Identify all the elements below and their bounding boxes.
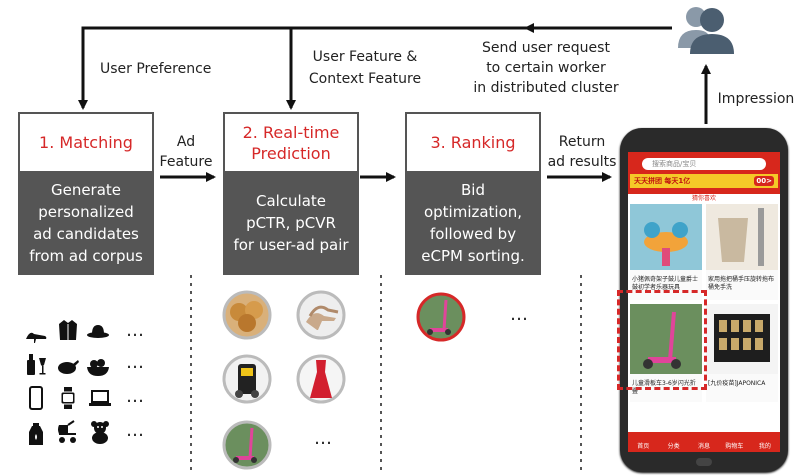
laptop-icon — [89, 390, 111, 406]
prediction-desc-line: for user-ad pair — [233, 236, 349, 254]
app-search-input[interactable]: 搜索商品/宝贝 — [642, 158, 766, 170]
baby-stroller-icon — [58, 420, 76, 443]
product-card-highlighted[interactable]: 儿童滑板车3-6岁闪光折叠 — [630, 304, 702, 402]
ad-feature-line-1: Ad — [176, 134, 196, 150]
prediction-title: 2. Real-time Prediction — [223, 112, 359, 171]
user-feature-label: User Feature & Context Feature — [300, 48, 430, 88]
matching-desc-line: personalized — [38, 203, 134, 221]
prediction-title-line: Prediction — [251, 143, 331, 163]
user-feature-line-2: Context Feature — [308, 71, 422, 87]
bread-image — [222, 290, 272, 340]
tab-category[interactable]: 分类 — [667, 443, 680, 450]
tab-cart[interactable]: 购物车 — [725, 443, 744, 450]
hat-icon — [87, 325, 109, 338]
prediction-description: Calculate pCTR, pCVR for user-ad pair — [223, 171, 359, 275]
app-section-label: 猜你喜欢 — [691, 195, 716, 202]
tab-profile[interactable]: 我的 — [758, 443, 771, 450]
matching-description: Generate personalized ad candidates from… — [18, 171, 154, 275]
matching-ellipsis: … — [126, 420, 145, 441]
ranking-desc-line: Bid optimization, — [423, 181, 523, 221]
app-tab-bar: 首页 分类 消息 购物车 我的 — [628, 432, 780, 452]
product-text: 儿童滑板车3-6岁闪光折叠 — [632, 380, 696, 395]
app-banner-badge: 00> — [754, 176, 774, 186]
red-dress-image — [296, 354, 346, 404]
product-text: 小猪佩奇架子鼓儿童爵士鼓初学者乐器玩具 — [632, 276, 699, 291]
ranking-box: 3. Ranking Bid optimization, followed by… — [405, 112, 541, 275]
smartphone-icon — [29, 386, 43, 410]
app-search-placeholder: 搜索商品/宝贝 — [652, 160, 697, 168]
ranking-desc-line: eCPM sorting. — [421, 247, 525, 265]
return-line-1: Return — [558, 134, 606, 150]
matching-title: 1. Matching — [18, 112, 154, 171]
smartwatch-icon — [60, 387, 76, 409]
teddy-bear-icon — [91, 421, 109, 444]
tab-home[interactable]: 首页 — [637, 443, 650, 450]
prediction-desc-line: Calculate — [255, 192, 327, 210]
user-preference-label: User Preference — [100, 61, 212, 77]
return-results-label: Return ad results — [544, 133, 620, 171]
product-image-drum-kit — [630, 204, 702, 270]
matching-desc-line: from ad corpus — [29, 247, 143, 265]
app-banner[interactable]: 天天拼团 每天1亿 00> — [630, 174, 778, 188]
prediction-desc-line: pCTR, pCVR — [246, 214, 336, 232]
matching-desc-line: ad candidates — [33, 225, 139, 243]
ranking-desc-line: followed by — [429, 225, 517, 243]
lotion-bottle-icon — [29, 423, 43, 445]
impression-label: Impression — [717, 91, 795, 107]
product-card[interactable]: [九价疫苗]JAPONICA — [706, 304, 778, 402]
ad-feature-line-2: Feature — [159, 154, 213, 170]
product-text: 家用拖把桶手压旋转拖布桶免手洗 — [708, 276, 775, 291]
high-heel-icon — [26, 332, 47, 343]
send-request-label: Send user request to certain worker in d… — [462, 39, 630, 97]
ranking-title: 3. Ranking — [405, 112, 541, 171]
matching-box: 1. Matching Generate personalized ad can… — [18, 112, 154, 275]
app-banner-text: 天天拼团 每天1亿 — [634, 177, 691, 185]
send-request-line-1: Send user request — [482, 40, 610, 56]
matching-desc-line: Generate — [50, 181, 122, 199]
send-request-line-2: to certain worker — [486, 60, 606, 76]
ad-feature-label: Ad Feature — [156, 133, 216, 171]
ranking-ellipsis: … — [510, 304, 529, 325]
matching-ellipsis: … — [126, 320, 145, 341]
top-feedback-line — [78, 26, 528, 110]
wine-bottle-icon — [27, 354, 46, 375]
fruit-bowl-icon — [87, 359, 109, 376]
product-text: [九价疫苗]JAPONICA — [708, 380, 766, 387]
ranking-scooter-image — [416, 292, 466, 342]
tab-messages[interactable]: 消息 — [698, 443, 711, 450]
prediction-box: 2. Real-time Prediction Calculate pCTR, … — [223, 112, 359, 275]
return-line-2: ad results — [547, 154, 617, 170]
send-request-line-3: in distributed cluster — [473, 80, 619, 96]
phone-screen: 搜索商品/宝贝 天天拼团 每天1亿 00> 猜你喜欢 小猪佩奇架子鼓儿童爵士鼓初… — [628, 152, 780, 452]
user-feature-line-1: User Feature & — [312, 49, 418, 65]
prediction-title-line: 2. Real-time — [242, 122, 340, 142]
coat-icon — [59, 320, 77, 340]
matching-ellipsis: … — [126, 386, 145, 407]
users-icon — [678, 7, 734, 54]
kick-scooter-image — [222, 420, 272, 470]
phone-frame: 搜索商品/宝贝 天天拼团 每天1亿 00> 猜你喜欢 小猪佩奇架子鼓儿童爵士鼓初… — [620, 128, 788, 472]
product-image-kick-scooter — [630, 304, 702, 374]
product-card[interactable]: 小猪佩奇架子鼓儿童爵士鼓初学者乐器玩具 — [630, 204, 702, 300]
product-image-mop-bucket — [706, 204, 778, 270]
ranking-description: Bid optimization, followed by eCPM sorti… — [405, 171, 541, 275]
high-heels-image — [296, 290, 346, 340]
product-card[interactable]: 家用拖把桶手压旋转拖布桶免手洗 — [706, 204, 778, 300]
product-image-cosmetics-box — [706, 304, 778, 374]
selected-ad-highlight — [617, 290, 707, 390]
prediction-ellipsis: … — [314, 428, 333, 449]
phone-home-button — [696, 458, 712, 466]
toy-robot-image — [222, 354, 272, 404]
roast-chicken-icon — [58, 360, 79, 374]
matching-ellipsis: … — [126, 352, 145, 373]
